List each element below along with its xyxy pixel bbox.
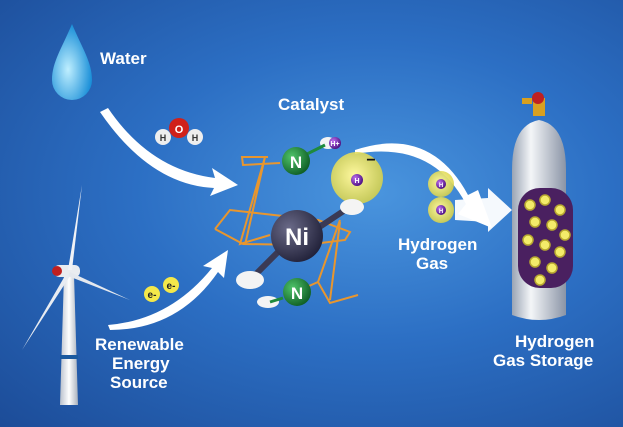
label-water: Water <box>100 49 147 68</box>
svg-text:H: H <box>439 209 443 215</box>
svg-text:O: O <box>175 124 184 136</box>
svg-text:e-: e- <box>148 290 157 301</box>
label-renewable: Renewable <box>95 335 184 354</box>
svg-text:H: H <box>439 183 443 189</box>
water-molecule: H O H <box>155 118 203 145</box>
water-drop-icon <box>52 24 92 100</box>
proton: H+ <box>329 137 341 149</box>
label-hydrogen: Hydrogen <box>398 235 477 254</box>
nickel-atom: Ni <box>271 210 323 262</box>
label-gas: Gas <box>416 254 448 273</box>
svg-text:H: H <box>354 178 359 185</box>
svg-text:N: N <box>290 153 302 172</box>
label-source: Source <box>110 373 168 392</box>
label-energy: Energy <box>112 354 170 373</box>
svg-text:H+: H+ <box>330 141 339 148</box>
svg-text:N: N <box>291 284 303 303</box>
ligand-framework <box>214 156 359 305</box>
arrow-gas-to-storage <box>455 188 512 232</box>
hydrogen-molecule: H H <box>428 171 454 223</box>
glove-icon <box>257 296 279 308</box>
label-storage-1: Hydrogen <box>515 332 594 351</box>
svg-text:Ni: Ni <box>285 224 309 251</box>
glove-icon <box>236 271 264 289</box>
svg-text:H: H <box>160 133 167 143</box>
label-storage-2: Gas Storage <box>493 351 593 370</box>
nitrogen-atom-top: N <box>282 147 310 175</box>
nitrogen-atom-bottom: N <box>283 278 311 306</box>
label-catalyst: Catalyst <box>278 95 344 114</box>
arrow-water-to-catalyst <box>100 108 238 196</box>
ni-bond <box>252 247 283 278</box>
arrow-energy-to-catalyst <box>108 250 228 330</box>
hydride: H <box>351 174 363 186</box>
glove-icon <box>340 199 364 215</box>
svg-text:e-: e- <box>167 281 176 292</box>
electrons: e- e- <box>144 277 179 302</box>
wind-turbine-icon <box>22 185 130 405</box>
svg-text:H: H <box>192 133 199 143</box>
hydride-charge: − <box>366 152 375 169</box>
gas-cylinder-icon <box>512 92 573 320</box>
